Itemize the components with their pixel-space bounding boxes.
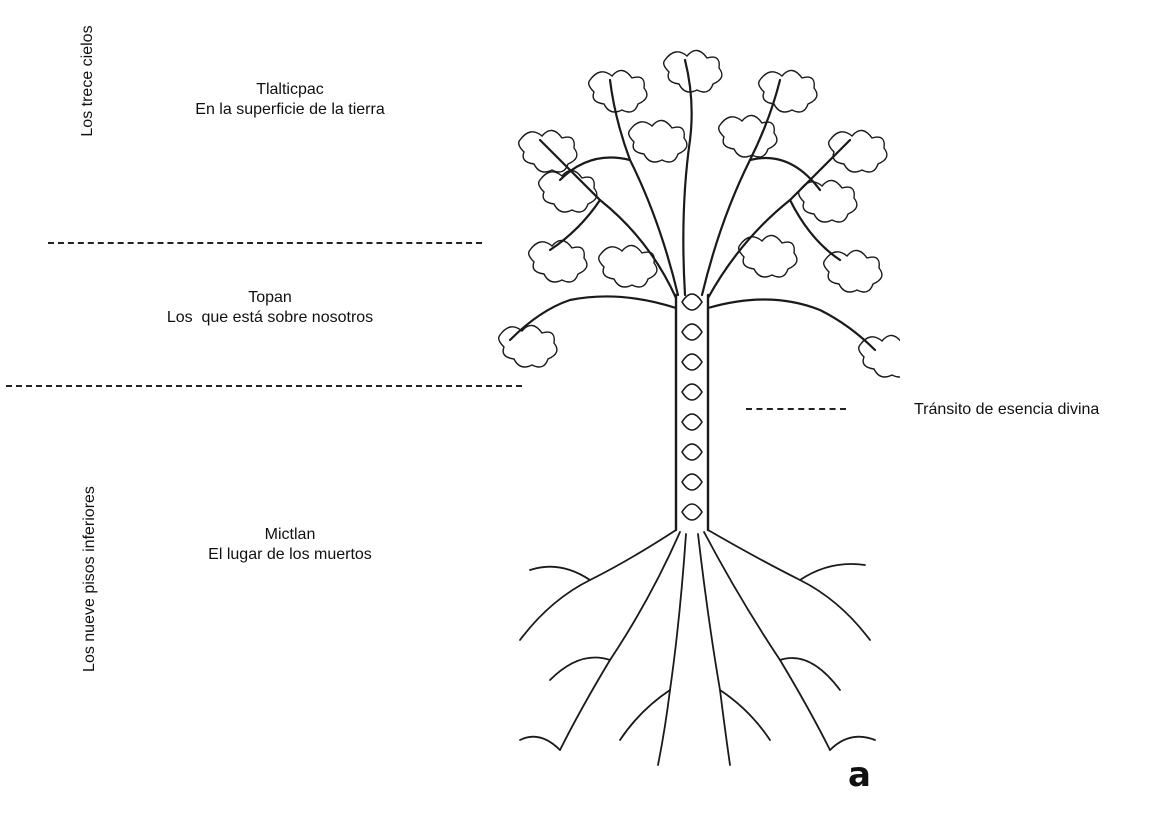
region-topan-desc: Los que está sobre nosotros — [140, 308, 400, 328]
region-mictlan: Mictlan El lugar de los muertos — [160, 525, 420, 565]
region-tlalticpac-name: Tlalticpac — [170, 80, 410, 100]
region-mictlan-name: Mictlan — [160, 525, 420, 545]
region-tlalticpac-desc: En la superficie de la tierra — [170, 100, 410, 120]
world-tree-illustration — [480, 40, 900, 770]
trunk-note: Tránsito de esencia divina — [914, 400, 1099, 420]
label-los-nueve-pisos-inferiores: Los nueve pisos inferiores — [81, 469, 99, 689]
figure-letter: a — [848, 755, 871, 795]
region-topan-name: Topan — [140, 288, 400, 308]
separator-upper — [48, 242, 482, 244]
region-tlalticpac: Tlalticpac En la superficie de la tierra — [170, 80, 410, 120]
separator-lower — [6, 385, 522, 387]
region-topan: Topan Los que está sobre nosotros — [140, 288, 400, 328]
label-los-trece-cielos: Los trece cielos — [79, 1, 97, 161]
region-mictlan-desc: El lugar de los muertos — [160, 545, 420, 565]
